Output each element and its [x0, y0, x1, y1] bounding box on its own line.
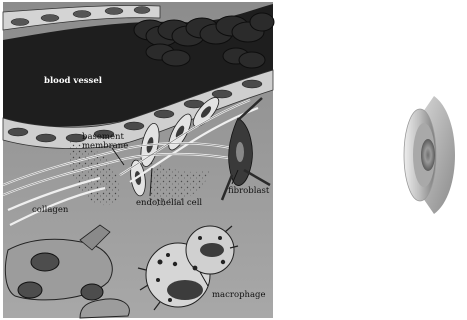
label-blood-vessel: blood vessel — [44, 76, 103, 86]
label-collagen: collagen — [32, 205, 69, 215]
label-endothelial-cell: endothelial cell — [136, 198, 202, 208]
label-fibroblast: fibroblast — [228, 186, 270, 196]
speaker-dome — [421, 139, 435, 171]
label-macrophage: macrophage — [212, 290, 266, 300]
tissue-illustration — [3, 2, 274, 318]
speaker-icon[interactable] — [404, 96, 455, 214]
label-basement-membrane-2: membrane — [82, 141, 128, 151]
